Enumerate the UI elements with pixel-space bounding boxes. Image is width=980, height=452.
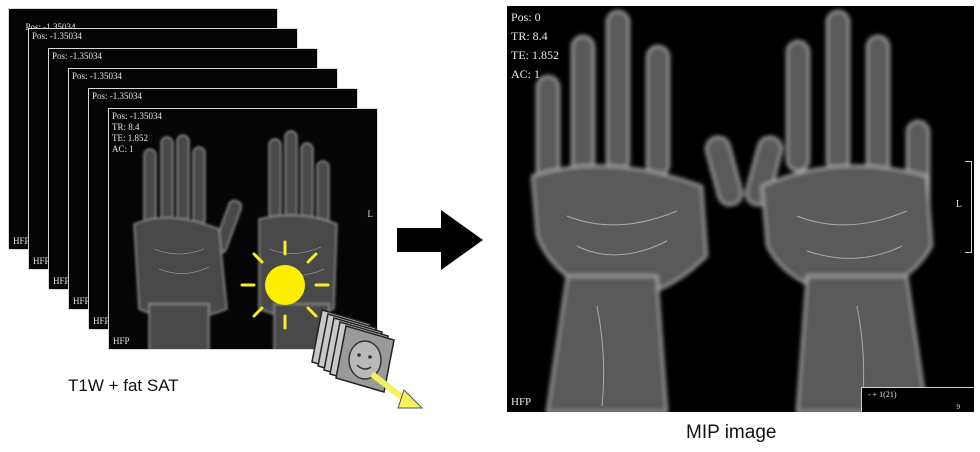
mip-hfp-label: HFP	[511, 396, 531, 408]
slice-overlay-text: Pos: -1.35034	[72, 71, 122, 82]
mip-pos-label: Pos: 0	[511, 8, 559, 27]
slice-overlay-text: Pos: -1.35034	[32, 31, 82, 42]
mip-side-label: L	[956, 199, 962, 210]
mip-tr-label: TR: 8.4	[511, 27, 559, 46]
mip-caption: MIP image	[686, 422, 776, 444]
mip-scale-box: - + 1(21) 9	[861, 387, 974, 412]
stack-caption: T1W + fat SAT	[68, 376, 179, 396]
smiley-card-stack-icon	[300, 306, 430, 416]
mip-scale-sub: 9	[957, 403, 961, 411]
mip-image-panel: Pos: 0 TR: 8.4 TE: 1.852 AC: 1 L HFP - +…	[507, 6, 974, 412]
slice-overlay-text: Pos: -1.35034	[52, 51, 102, 62]
slice-overlay-text: Pos: -1.35034	[92, 91, 142, 102]
slice-overlay-text: Pos: -1.35034 TR: 8.4 TE: 1.852 AC: 1	[112, 111, 162, 155]
mip-te-label: TE: 1.852	[511, 46, 559, 65]
slice-side-label: L	[368, 209, 374, 219]
mip-overlay-text: Pos: 0 TR: 8.4 TE: 1.852 AC: 1	[511, 8, 559, 84]
mip-scale-text: - + 1(21)	[868, 390, 897, 399]
mip-hands-image	[507, 6, 974, 412]
slice-hfp-label: HFP	[113, 336, 130, 346]
mip-side-bracket	[965, 161, 972, 253]
mip-ac-label: AC: 1	[511, 65, 559, 84]
right-arrow-icon	[397, 210, 487, 270]
